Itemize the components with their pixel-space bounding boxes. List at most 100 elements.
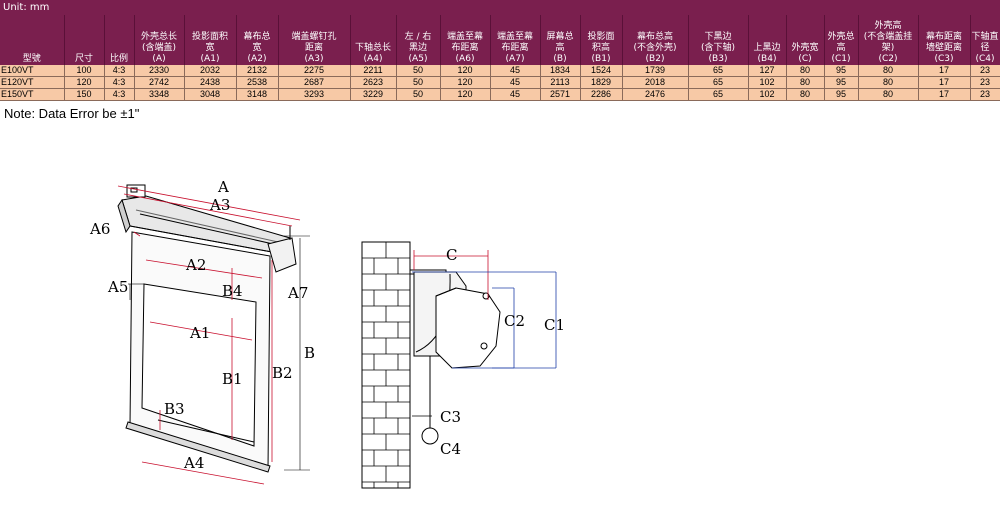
table-cell: 3048 (184, 88, 237, 101)
table-cell: 17 (918, 65, 971, 77)
label-a7: A7 (287, 284, 308, 302)
table-cell: 102 (748, 88, 787, 101)
label-c: C (446, 246, 457, 264)
table-cell: 2438 (184, 76, 237, 89)
table-cell: 2476 (622, 88, 689, 101)
data-error-note: Note: Data Error be ±1" (4, 106, 140, 121)
table-cell: 3293 (278, 88, 351, 101)
front-extension-lines (128, 235, 310, 471)
column-header: 外壳高(不含端盖挂架)(C2) (858, 15, 919, 65)
table-cell: 2132 (236, 65, 279, 77)
model-cell: E100VT (0, 65, 65, 77)
table-cell: 2623 (350, 76, 397, 89)
table-cell: 2538 (236, 76, 279, 89)
column-header: 下轴总长(A4) (350, 15, 397, 65)
column-header: 尺寸 (64, 15, 105, 65)
table-cell: 95 (824, 65, 859, 77)
table-header-row: 型號尺寸比例外壳总长(含端盖)(A)投影面积宽(A1)幕布总宽(A2)端盖螺钉孔… (0, 15, 1000, 65)
label-a1: A1 (189, 324, 210, 342)
table-cell: 1829 (580, 76, 623, 89)
label-a4: A4 (183, 454, 204, 472)
column-header: 幕布总宽(A2) (236, 15, 279, 65)
screen-front-view (117, 184, 297, 473)
label-a5: A5 (107, 278, 128, 296)
column-header: 屏幕总高(B) (540, 15, 581, 65)
table-cell: 4:3 (104, 88, 135, 101)
housing-side-view (409, 269, 501, 445)
table-cell: 65 (688, 88, 749, 101)
column-header: 端盖至幕布距离(A7) (490, 15, 541, 65)
label-c1: C1 (544, 316, 565, 334)
table-cell: 17 (918, 88, 971, 101)
table-cell: 50 (396, 88, 441, 101)
table-cell: 127 (748, 65, 787, 77)
column-header: 投影面积宽(A1) (184, 15, 237, 65)
table-cell: 2211 (350, 65, 397, 77)
column-header: 投影面积高(B1) (580, 15, 623, 65)
table-cell: 80 (786, 65, 825, 77)
label-b4: B4 (222, 282, 243, 300)
table-cell: 45 (490, 88, 541, 101)
wall-brick (361, 241, 411, 489)
table-cell: 4:3 (104, 76, 135, 89)
model-cell: E150VT (0, 88, 65, 101)
table-cell: 2742 (134, 76, 185, 89)
table-cell: 150 (64, 88, 105, 101)
column-header: 左 / 右黑边(A5) (396, 15, 441, 65)
table-cell: 3348 (134, 88, 185, 101)
column-header: 外壳总高(C1) (824, 15, 859, 65)
front-dimension-lines (117, 185, 301, 485)
label-a6: A6 (89, 220, 110, 238)
column-header: 幕布距离墙壁距离(C3) (918, 15, 971, 65)
column-header: 上黑边(B4) (748, 15, 787, 65)
column-header: 比例 (104, 15, 135, 65)
table-cell: 80 (858, 65, 919, 77)
table-cell: 100 (64, 65, 105, 77)
table-cell: 120 (440, 76, 491, 89)
table-cell: 102 (748, 76, 787, 89)
label-c4: C4 (440, 440, 461, 458)
column-header: 端盖至幕布距离(A6) (440, 15, 491, 65)
table-cell: 50 (396, 76, 441, 89)
label-c2: C2 (504, 312, 525, 330)
column-header: 幕布总高(不含外壳)(B2) (622, 15, 689, 65)
spec-table: 型號尺寸比例外壳总长(含端盖)(A)投影面积宽(A1)幕布总宽(A2)端盖螺钉孔… (0, 15, 1000, 101)
table-cell: 3148 (236, 88, 279, 101)
table-cell: 1739 (622, 65, 689, 77)
label-a2: A2 (185, 256, 206, 274)
unit-label: Unit: mm (0, 0, 1000, 15)
table-cell: 2113 (540, 76, 581, 89)
table-cell: 2032 (184, 65, 237, 77)
table-cell: 23 (970, 88, 1000, 101)
label-b3: B3 (164, 400, 185, 418)
table-cell: 3229 (350, 88, 397, 101)
column-header: 外壳总长(含端盖)(A) (134, 15, 185, 65)
table-cell: 17 (918, 76, 971, 89)
column-header: 型號 (0, 15, 65, 65)
table-cell: 65 (688, 76, 749, 89)
table-cell: 120 (440, 65, 491, 77)
table-cell: 2275 (278, 65, 351, 77)
table-cell: 45 (490, 76, 541, 89)
column-header: 下轴直径(C4) (970, 15, 1000, 65)
table-cell: 120 (440, 88, 491, 101)
column-header: 端盖螺钉孔距离(A3) (278, 15, 351, 65)
table-cell: 65 (688, 65, 749, 77)
column-header: 下黑边(含下轴)(B3) (688, 15, 749, 65)
table-cell: 1524 (580, 65, 623, 77)
table-cell: 80 (858, 76, 919, 89)
label-c3: C3 (440, 408, 461, 426)
label-b2: B2 (272, 364, 293, 382)
table-cell: 80 (858, 88, 919, 101)
table-cell: 120 (64, 76, 105, 89)
table-cell: 2687 (278, 76, 351, 89)
table-cell: 2286 (580, 88, 623, 101)
model-cell: E120VT (0, 76, 65, 89)
table-cell: 45 (490, 65, 541, 77)
label-b: B (304, 344, 315, 362)
table-cell: 2571 (540, 88, 581, 101)
